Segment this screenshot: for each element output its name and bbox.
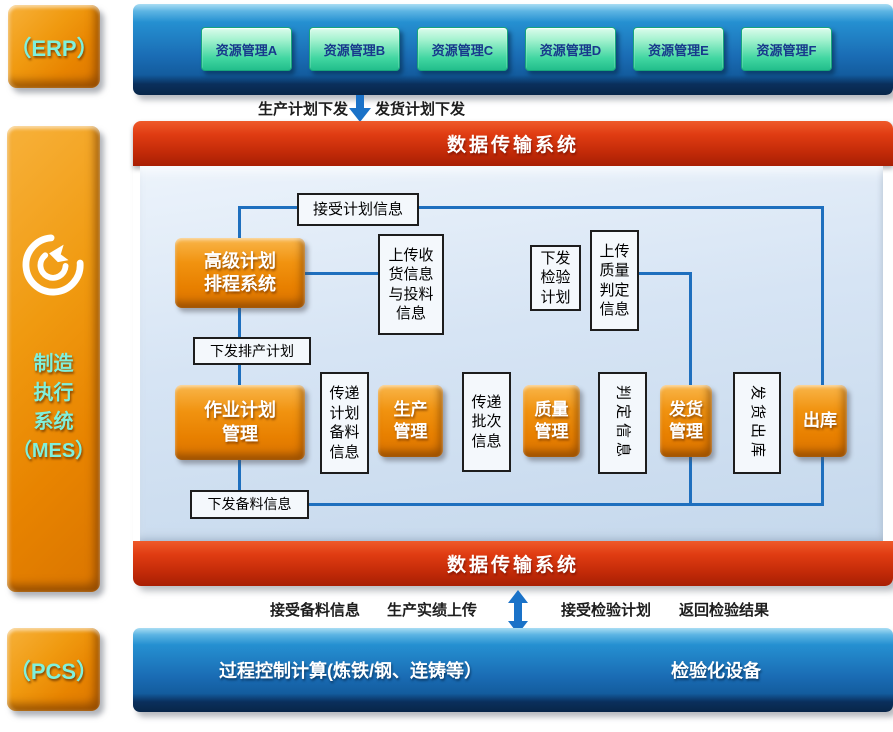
resource-button-a: 资源管理A: [201, 27, 292, 71]
bottom-flow-row: 接受备料信息 生产实绩上传 接受检验计划 返回检验结果: [133, 589, 893, 634]
flow-panel: 接受计划信息 上传收 货信息 与投料 信息 下发 检验 计划 上传 质量 判定 …: [140, 166, 883, 541]
resource-button-row: 资源管理A 资源管理B 资源管理C 资源管理D 资源管理E 资源管理F: [133, 4, 893, 71]
pcs-bar-inspection-device-label: 检验化设备: [671, 661, 761, 681]
erp-cell: （ERP）: [8, 5, 100, 88]
pcs-bar: 过程控制计算(炼铁/钢、连铸等） 检验化设备: [133, 628, 893, 712]
connector-quality-info-horizontal: [633, 272, 690, 275]
connector-right-vertical: [821, 206, 824, 506]
transfer-container: 数据传输系统 接受计划信息 上传收 货信息 与投料 信息 下发 检验 计划 上传…: [133, 121, 893, 586]
box-send-schedule-plan: 下发排产计划: [193, 337, 311, 365]
box-outbound: 出库: [793, 385, 847, 457]
label-accept-inspection-plan: 接受检验计划: [561, 602, 652, 619]
box-pass-plan-material-info: 传递 计划 备料 信息: [320, 372, 369, 474]
resource-button-c: 资源管理C: [417, 27, 508, 71]
connector-bottom-horizontal: [302, 503, 824, 506]
pcs-bar-process-control-label: 过程控制计算(炼铁/钢、连铸等）: [219, 661, 482, 681]
box-send-inspection-plan: 下发 检验 计划: [530, 245, 581, 311]
transfer-bar-top: 数据传输系统: [133, 121, 893, 166]
box-aps-system: 高级计划 排程系统: [175, 238, 305, 308]
transfer-bar-bottom: 数据传输系统: [133, 541, 893, 586]
box-accept-plan-info: 接受计划信息: [297, 193, 419, 226]
box-pass-batch-info: 传递 批次 信息: [462, 372, 511, 472]
box-upload-quality-judgement: 上传 质量 判定 信息: [590, 230, 639, 331]
mes-sidebar: 制造 执行 系统 （MES）: [7, 126, 100, 592]
box-judgement-info: 判定信息: [598, 372, 647, 474]
connector-aps-to-receiving: [305, 272, 380, 275]
erp-label: （ERP）: [9, 35, 99, 61]
box-job-plan-management: 作业计划 管理: [175, 385, 305, 460]
box-upload-receiving-info: 上传收 货信息 与投料 信息: [378, 234, 444, 335]
updown-arrow-icon: [508, 590, 528, 639]
erp-bar: 资源管理A 资源管理B 资源管理C 资源管理D 资源管理E 资源管理F: [133, 4, 893, 95]
label-return-inspection-result: 返回检验结果: [679, 602, 770, 619]
dragon-swirl-logo-icon: [22, 234, 84, 301]
mes-label: 制造 执行 系统 （MES）: [11, 353, 96, 462]
transfer-bar-bottom-title: 数据传输系统: [446, 555, 579, 576]
resource-button-b: 资源管理B: [309, 27, 400, 71]
box-quality-management: 质量 管理: [523, 385, 580, 457]
box-shipping-management: 发货 管理: [660, 385, 712, 457]
resource-button-f: 资源管理F: [741, 27, 832, 71]
pcs-bar-content: 过程控制计算(炼铁/钢、连铸等） 检验化设备: [133, 628, 893, 712]
resource-button-e: 资源管理E: [633, 27, 724, 71]
label-production-plan-issue: 生产计划下发: [258, 101, 349, 118]
label-production-result-upload: 生产实绩上传: [387, 602, 478, 619]
label-accept-material-info: 接受备料信息: [270, 602, 361, 619]
pcs-cell: （PCS）: [7, 628, 100, 711]
pcs-label: （PCS）: [8, 658, 99, 684]
connector-top-horizontal: [238, 206, 824, 209]
down-arrow-icon: [349, 95, 371, 127]
box-production-management: 生产 管理: [378, 385, 443, 457]
transfer-bar-top-title: 数据传输系统: [446, 135, 579, 156]
top-flow-row: 生产计划下发 发货计划下发: [133, 94, 893, 122]
box-shipping-outbound-info: 发货出库: [733, 372, 781, 474]
resource-button-d: 资源管理D: [525, 27, 616, 71]
box-send-material-info: 下发备料信息: [190, 490, 309, 519]
label-shipping-plan-issue: 发货计划下发: [375, 101, 466, 118]
